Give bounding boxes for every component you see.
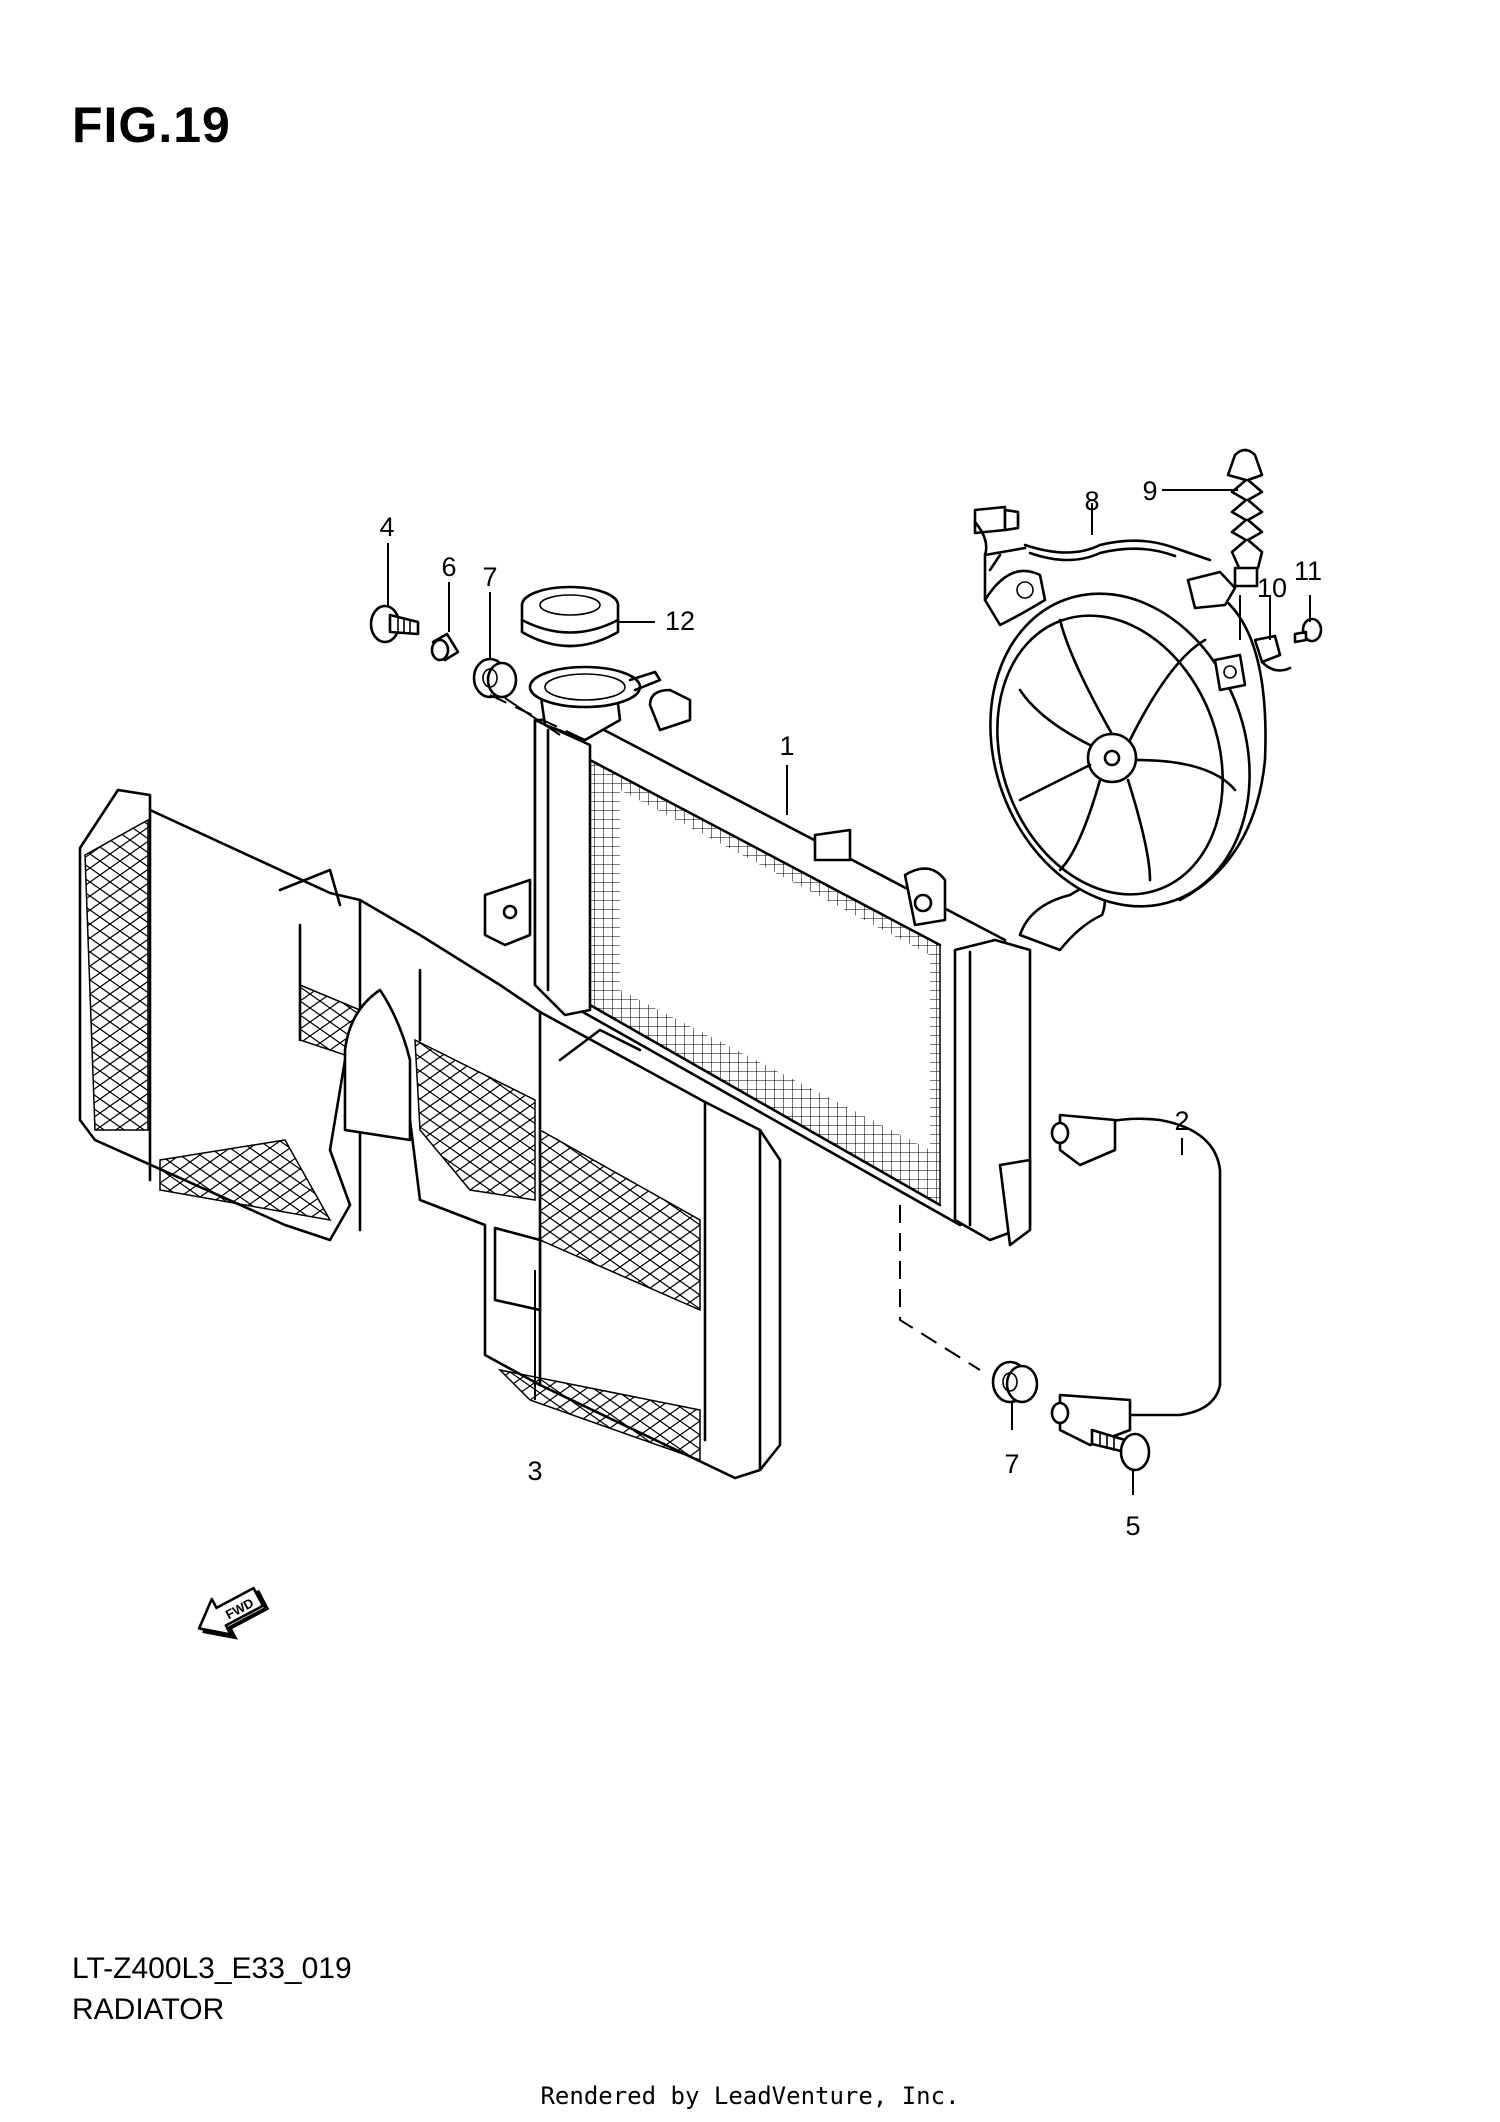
figure-title: FIG.19	[72, 97, 231, 153]
callout-10: 10	[1257, 573, 1287, 603]
callout-7-upper: 7	[482, 562, 497, 592]
clip-10	[1253, 634, 1292, 672]
radiator-cap	[520, 585, 620, 648]
diagram-caption: RADIATOR	[72, 1993, 225, 2026]
callout-12: 12	[665, 606, 695, 636]
diagram-code: LT-Z400L3_E33_019	[72, 1952, 352, 1985]
callout-7-lower: 7	[1004, 1449, 1019, 1479]
collar-6	[430, 632, 460, 662]
callout-11: 11	[1294, 556, 1322, 586]
callout-6: 6	[441, 552, 456, 582]
radiator-stay	[1050, 1113, 1222, 1447]
bolt-4	[369, 604, 420, 644]
fan-wiring-harness	[973, 505, 1237, 610]
callout-9: 9	[1142, 476, 1157, 506]
fwd-arrow: FWD	[197, 1586, 270, 1640]
callout-1: 1	[779, 731, 794, 761]
leader-lines	[387, 489, 1311, 1495]
callout-3: 3	[527, 1456, 542, 1486]
screw-11	[1293, 617, 1323, 644]
callout-5: 5	[1125, 1511, 1140, 1541]
grommet-7-upper	[472, 657, 518, 699]
callout-labels: 4 6 7 12 1 8 9 10 11 2 3 7 5	[379, 476, 1322, 1541]
callout-4: 4	[379, 512, 394, 542]
boot-9	[1226, 448, 1264, 588]
radiator-shroud	[78, 788, 782, 1480]
bolt-5	[1090, 1428, 1151, 1472]
render-credit: Rendered by LeadVenture, Inc.	[540, 2082, 960, 2110]
filler-neck-seat	[528, 665, 662, 709]
radiator-core	[483, 670, 1107, 1247]
callout-2: 2	[1174, 1106, 1189, 1136]
callout-8: 8	[1084, 486, 1099, 516]
grommet-7-lower	[991, 1360, 1039, 1404]
cooling-fan	[983, 569, 1267, 908]
